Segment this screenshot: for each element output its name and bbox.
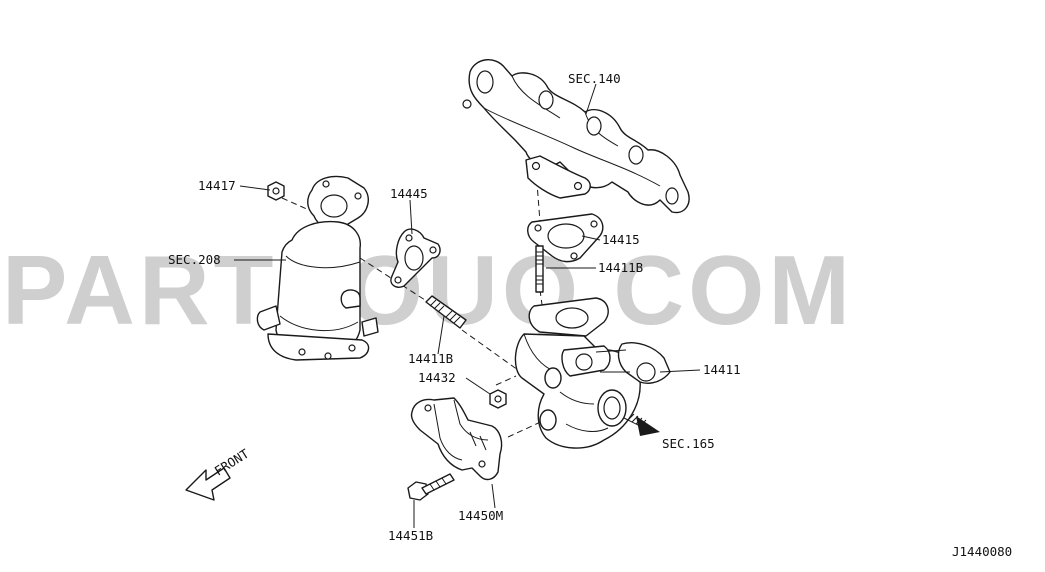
label-14417[interactable]: 14417 xyxy=(198,178,236,193)
bolt-14451b[interactable] xyxy=(407,473,455,501)
label-sec208[interactable]: SEC.208 xyxy=(168,252,221,267)
catalytic-converter[interactable] xyxy=(256,175,379,361)
sec165-flow-arrow xyxy=(623,413,660,436)
front-direction-label: FRONT xyxy=(212,446,252,479)
leader-lines xyxy=(234,83,701,528)
label-14415[interactable]: 14415 xyxy=(602,232,640,247)
label-14445[interactable]: 14445 xyxy=(390,186,428,201)
nut-14432[interactable] xyxy=(489,389,507,409)
label-14411[interactable]: 14411 xyxy=(703,362,741,377)
gasket-14445[interactable] xyxy=(390,228,441,288)
label-sec140[interactable]: SEC.140 xyxy=(568,71,621,86)
turbocharger-14411[interactable] xyxy=(514,297,671,449)
front-arrow-icon xyxy=(185,467,231,501)
label-14450m[interactable]: 14450M xyxy=(458,508,503,523)
label-sec165[interactable]: SEC.165 xyxy=(662,436,715,451)
bracket-14450m[interactable] xyxy=(410,397,503,481)
nut-14417[interactable] xyxy=(267,181,285,201)
stud-14411b-upper[interactable] xyxy=(535,245,544,293)
stud-14411b-lower[interactable] xyxy=(425,295,467,329)
diagram-id: J1440080 xyxy=(952,544,1012,559)
exhaust-manifold[interactable] xyxy=(462,59,690,214)
label-14432[interactable]: 14432 xyxy=(418,370,456,385)
label-14411b-upper[interactable]: 14411B xyxy=(598,260,643,275)
label-14411b-lower[interactable]: 14411B xyxy=(408,351,453,366)
label-14451b[interactable]: 14451B xyxy=(388,528,433,543)
gasket-14415[interactable] xyxy=(527,213,604,263)
